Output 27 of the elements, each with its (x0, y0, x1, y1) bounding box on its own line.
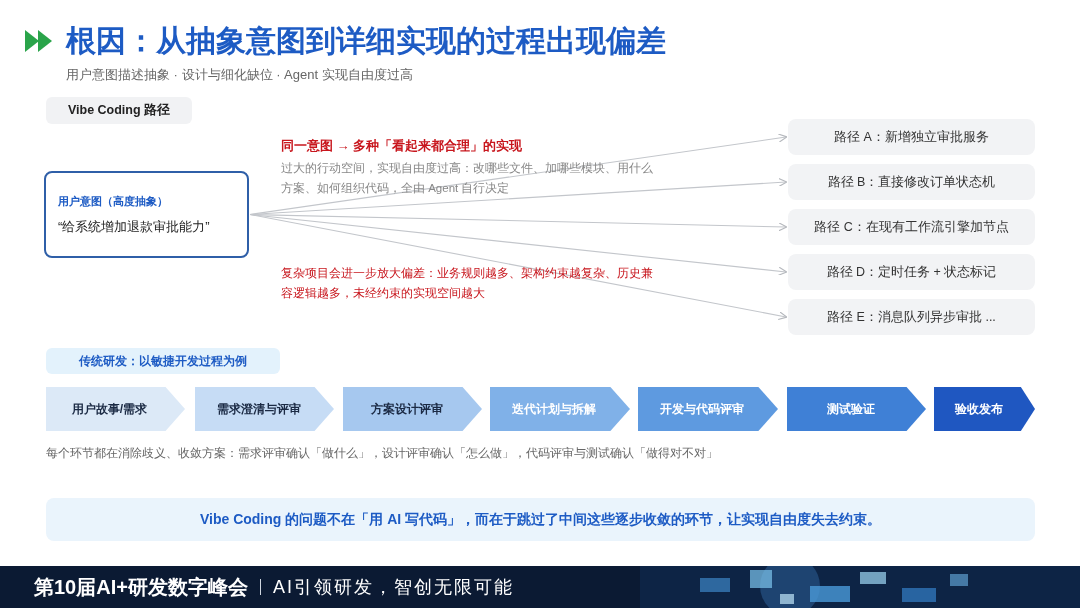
subtitle: 用户意图描述抽象 · 设计与细化缺位 · Agent 实现自由度过高 (66, 66, 413, 84)
process-step-box: 用户故事/需求 (46, 387, 185, 431)
section-tag: 传统研发：以敏捷开发过程为例 (46, 348, 280, 374)
process-step-box: 测试验证 (787, 387, 926, 431)
path-option-box: 路径 C：在现有工作流引擎加节点 (788, 209, 1035, 245)
intent-box (44, 171, 249, 258)
title: 根因：从抽象意图到详细实现的过程出现偏差 (66, 23, 666, 59)
path-option-box: 路径 D：定时任务 + 状态标记 (788, 254, 1035, 290)
path-option-box: 路径 E：消息队列异步审批 ... (788, 299, 1035, 335)
process-step-box: 开发与代码评审 (638, 387, 778, 431)
warning-text: 复杂项目会进一步放大偏差：业务规则越多、架构约束越复杂、历史兼容逻辑越多，未经约束的实现空间越大 (281, 266, 653, 301)
process-step-box: 需求澄清与评审 (195, 387, 334, 431)
process-step-box: 方案设计评审 (343, 387, 482, 431)
path-option-box: 路径 A：新增独立审批服务 (788, 119, 1035, 155)
arrow (249, 213, 788, 321)
path-option-box: 路径 B：直接修改订单状态机 (788, 164, 1035, 200)
summary-banner: Vibe Coding 的问题不在「用 AI 写代码」，而在于跳过了中间这些逐步收敛的环节，让实现自由度失去约束。 (46, 498, 1035, 541)
section-tag: Vibe Coding 路径 (46, 97, 192, 124)
description-text: 过大的行动空间，实现自由度过高：改哪些文件、加哪些模块、用什么方案、如何组织代码，全由 Agent 自行决定 (281, 161, 653, 196)
highlight-heading: 同一意图 → 多种「看起来都合理」的实现 (281, 137, 523, 155)
footer-event-name: 第10届AI+研发数字峰会 (34, 575, 248, 600)
process-step-box: 验收发布 (934, 387, 1035, 431)
process-step-box: 迭代计划与拆解 (490, 387, 630, 431)
intent-heading: 用户意图（高度抽象） (58, 193, 169, 209)
footer-slogan: AI引领研发，智创无限可能 (272, 575, 514, 599)
intent-quote: “给系统增加退款审批能力” (58, 218, 211, 236)
note-text: 每个环节都在消除歧义、收敛方案：需求评审确认「做什么」，设计评审确认「怎么做」，代码评审与测试确认「做得对不对」 (46, 446, 718, 461)
